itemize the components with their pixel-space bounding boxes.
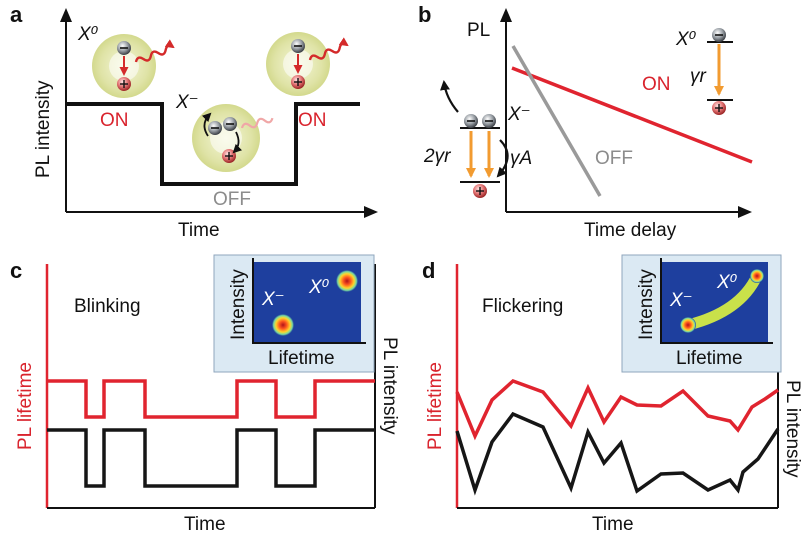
panel-d-inset-state-low: X⁻ <box>669 290 693 311</box>
panel-a-xlabel: Time <box>178 220 220 241</box>
panel-b: b PL Time delay ON OFF X⁰ γr X⁻ 2γr <box>418 2 753 241</box>
panel-c-left-label: PL lifetime <box>15 362 36 450</box>
x-minus-spot <box>272 314 294 336</box>
panel-c-inset-xlabel: Lifetime <box>268 348 335 369</box>
x0-spot <box>750 269 764 283</box>
flicker-ridge <box>682 270 763 331</box>
panel-a-on-left: ON <box>100 110 129 131</box>
panel-d-inset: Intensity Lifetime X⁰ X⁻ <box>621 254 782 373</box>
x-minus-spot <box>680 317 696 333</box>
panel-a-y-arrow <box>60 8 72 22</box>
panel-b-rate-charged-radiative: 2γr <box>423 146 451 167</box>
panel-a-charged-state: X⁻ <box>175 92 199 113</box>
panel-b-on-decay <box>511 66 753 164</box>
dim-photon-wave-icon <box>240 117 274 129</box>
panel-c-inset-state-high: X⁰ <box>308 277 330 298</box>
auger-arrow <box>496 139 509 178</box>
panel-c-right-label: PL intensity <box>379 337 400 435</box>
panel-a-off-label: OFF <box>213 189 251 210</box>
panel-d-right-label: PL intensity <box>782 380 803 478</box>
panel-b-on-label: ON <box>642 74 671 95</box>
panel-a: a PL intensity Time ON ON OFF X⁰ X⁻ <box>10 2 378 241</box>
photon-wave-icon <box>308 37 349 61</box>
panel-d-left-label: PL lifetime <box>425 362 446 450</box>
auger-ejection-arrow <box>440 80 459 113</box>
panel-b-x-arrow <box>738 206 752 218</box>
panel-a-on-right: ON <box>298 110 327 131</box>
panel-c-inset: Intensity Lifetime X⁰ X⁻ <box>213 254 375 373</box>
x0-spot <box>336 270 358 292</box>
photon-wave-icon <box>134 39 175 63</box>
panel-a-x-arrow <box>364 206 378 218</box>
panel-d-inset-state-high: X⁰ <box>716 272 738 293</box>
panel-c-xlabel: Time <box>184 514 226 535</box>
panel-b-off-label: OFF <box>595 148 633 169</box>
panel-d-inset-xlabel: Lifetime <box>676 348 743 369</box>
panel-d-lifetime-trace <box>455 378 779 441</box>
panel-c-letter: c <box>10 258 22 283</box>
panel-c-title: Blinking <box>74 296 141 317</box>
panel-b-rate-radiative: γr <box>690 66 707 87</box>
panel-d-xlabel: Time <box>592 514 634 535</box>
panel-c-inset-ylabel: Intensity <box>228 269 249 340</box>
panel-b-charged-state: X⁻ <box>507 104 531 125</box>
panel-b-off-decay <box>511 45 602 197</box>
panel-a-neutral-dot-left <box>92 34 175 98</box>
panel-a-neutral-state: X⁰ <box>77 24 99 45</box>
panel-d: d PL lifetime PL intensity Time Flickeri… <box>422 254 803 535</box>
panel-c-inset-state-low: X⁻ <box>261 289 285 310</box>
panel-b-neutral-state: X⁰ <box>675 29 697 50</box>
panel-b-y-arrow <box>500 8 512 22</box>
panel-b-letter: b <box>418 2 431 27</box>
panel-b-ylabel: PL <box>467 20 490 41</box>
panel-b-xlabel: Time delay <box>584 220 677 241</box>
panel-d-inset-ylabel: Intensity <box>636 269 657 340</box>
panel-d-intensity-trace <box>455 411 780 496</box>
panel-a-intensity-trace <box>66 102 360 186</box>
panel-d-title: Flickering <box>482 296 563 317</box>
panel-a-neutral-dot-right <box>266 32 349 96</box>
panel-c-lifetime-trace <box>47 379 375 419</box>
panel-c: c PL lifetime PL intensity Time Blinking… <box>10 254 400 535</box>
panel-b-rate-auger: γA <box>510 148 532 169</box>
panel-a-charged-dot <box>192 104 274 172</box>
panel-a-ylabel: PL intensity <box>33 80 54 178</box>
panel-c-intensity-trace <box>47 428 375 488</box>
panel-a-letter: a <box>10 2 23 27</box>
panel-d-letter: d <box>422 258 435 283</box>
